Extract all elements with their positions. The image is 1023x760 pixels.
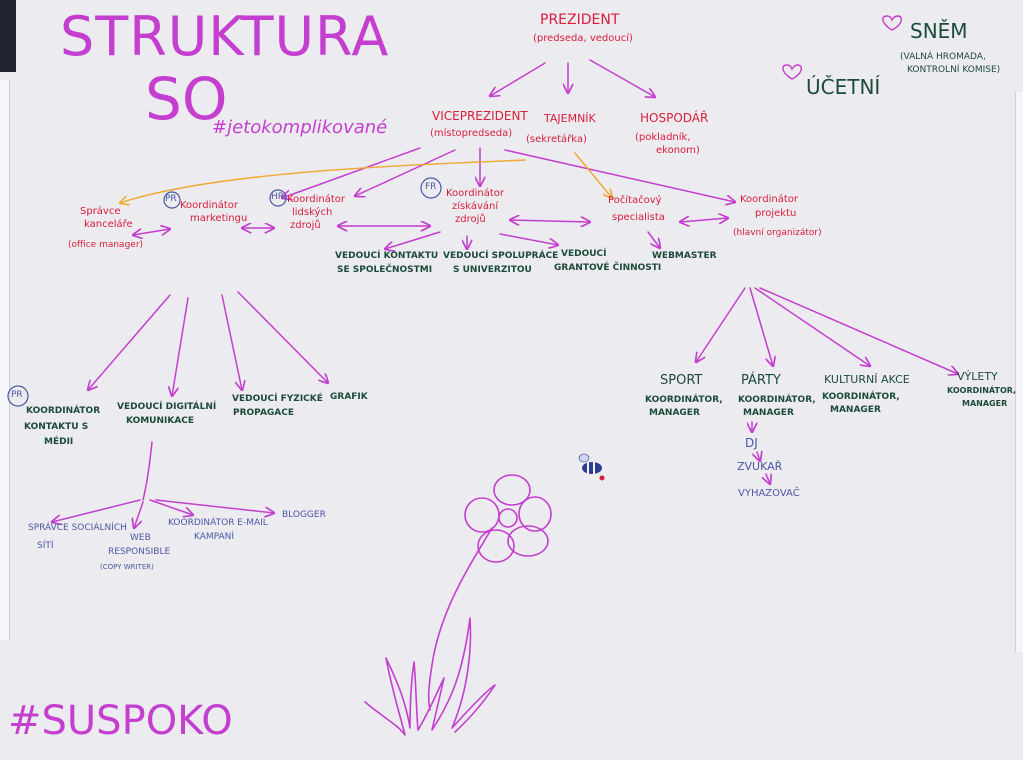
office-manager-line-3: (office manager)	[68, 240, 144, 250]
badge-pr-marketing: PR	[165, 194, 177, 204]
lead-university-line-2: S UNIVERZITOU	[453, 265, 532, 275]
party-role-line-2: MANAGER	[743, 408, 794, 418]
bee-sticker	[578, 453, 605, 481]
vicepresident-subtitle: (místopredseda)	[430, 128, 513, 139]
president-title: PREZIDENT	[540, 12, 620, 28]
party-title: PÁRTY	[741, 373, 781, 388]
poster-title-line-1: STRUKTURA	[60, 5, 390, 68]
web-responsible-line-1: WEB	[130, 533, 151, 543]
hr-coordinator-line-1: Koordinátor	[287, 194, 345, 205]
marketing-coordinator-line-2: marketingu	[190, 213, 248, 224]
marketing-coordinator-line-1: Koordinátor	[180, 200, 238, 211]
blogger-label: BLOGGER	[282, 510, 326, 520]
web-responsible-line-2: RESPONSIBLE	[108, 547, 171, 557]
lead-companies-line-2: SE SPOLEČNOSTMI	[337, 265, 433, 275]
sport-role-line-1: KOORDINÁTOR,	[645, 395, 723, 405]
secretary-title: TAJEMNÍK	[544, 112, 596, 125]
secretary-subtitle: (sekretářka)	[526, 134, 587, 145]
badge-hr: HR	[271, 192, 285, 202]
party-chain-bouncer: VYHAZOVAČ	[738, 488, 800, 499]
vicepresident-title: VICEPREZIDENT	[432, 109, 528, 123]
assembly-title: SNĚM	[910, 19, 968, 43]
white-paper-edge-left	[0, 80, 10, 640]
fundraising-coordinator-line-3: zdrojů	[455, 214, 486, 225]
badge-pr-media: PR	[11, 390, 23, 400]
assembly-subtitle-2: KONTROLNÍ KOMISE)	[907, 65, 1001, 75]
hashtag-complicated: #jetokomplikované	[212, 117, 388, 138]
culture-title: KULTURNÍ AKCE	[824, 373, 910, 386]
fundraising-coordinator-line-2: získávání	[452, 201, 499, 212]
hr-coordinator-line-3: zdrojů	[290, 220, 321, 231]
project-coordinator-line-2: projektu	[755, 208, 797, 219]
party-role-line-1: KOORDINÁTOR,	[738, 395, 816, 405]
webmaster-label: WEBMASTER	[652, 251, 717, 261]
treasurer-title: HOSPODÁŘ	[640, 111, 709, 125]
lead-grants-line-2: GRANTOVÉ ČINNOSTI	[554, 263, 662, 273]
badge-fr: FR	[425, 182, 437, 192]
president-subtitle: (predseda, vedoucí)	[533, 33, 633, 44]
physical-lead-line-1: VEDOUCÍ FYZICKÉ	[232, 394, 323, 404]
email-coordinator-line-2: KAMPANÍ	[194, 532, 235, 542]
trips-role-line-2: MANAGER	[962, 399, 1008, 408]
it-specialist-line-2: specialista	[612, 212, 665, 223]
white-paper-edge-right	[1015, 92, 1023, 652]
media-coordinator-line-2: KONTAKTU S	[24, 422, 89, 432]
party-chain-sound: ZVUKAŘ	[737, 460, 783, 473]
accountant-label: ÚČETNÍ	[806, 75, 881, 99]
trips-role-line-1: KOORDINÁTOR,	[947, 386, 1017, 395]
sport-title: SPORT	[660, 373, 703, 388]
digital-lead-line-1: VEDOUCÍ DIGITÁLNÍ	[117, 402, 217, 412]
trips-title: VÝLETY	[957, 370, 998, 383]
lead-grants-line-1: VEDOUCÍ	[561, 249, 607, 259]
assembly-subtitle-1: (VALNÁ HROMADA,	[900, 52, 986, 62]
hashtag-bottom: #SUSPOKO	[8, 698, 233, 744]
web-responsible-line-3: (COPY WRITER)	[100, 563, 154, 571]
poster-title-line-2: SO	[145, 65, 228, 133]
culture-role-line-1: KOORDINÁTOR,	[822, 392, 900, 402]
office-manager-line-1: Správce	[80, 206, 121, 217]
project-coordinator-line-1: Koordinátor	[740, 194, 798, 205]
social-admin-line-1: SPRÁVCE SOCIÁLNÍCH	[28, 523, 127, 533]
party-chain-dj: DJ	[745, 436, 758, 450]
culture-role-line-2: MANAGER	[830, 405, 881, 415]
dark-background-edge	[0, 0, 16, 72]
it-specialist-line-1: Počítačový	[608, 195, 662, 206]
treasurer-subtitle-2: ekonom)	[656, 145, 700, 156]
graphic-designer-label: GRAFIK	[330, 392, 368, 402]
media-coordinator-line-3: MÉDII	[44, 437, 74, 447]
digital-lead-line-2: KOMUNIKACE	[126, 416, 195, 426]
media-coordinator-line-1: KOORDINÁTOR	[26, 406, 101, 416]
lead-university-line-1: VEDOUCÍ SPOLUPRÁCE	[443, 251, 559, 261]
treasurer-subtitle-1: (pokladník,	[635, 132, 691, 143]
email-coordinator-line-1: KOORDINÁTOR E-MAIL	[168, 518, 268, 528]
physical-lead-line-2: PROPAGACE	[233, 408, 295, 418]
fundraising-coordinator-line-1: Koordinátor	[446, 188, 504, 199]
project-coordinator-line-3: (hlavní organizátor)	[733, 228, 822, 238]
social-admin-line-2: SÍTÍ	[37, 541, 54, 551]
lead-companies-line-1: VEDOUCÍ KONTAKTU	[335, 251, 439, 261]
hr-coordinator-line-2: lidských	[292, 207, 333, 218]
sport-role-line-2: MANAGER	[649, 408, 700, 418]
office-manager-line-2: kanceláře	[84, 219, 133, 230]
